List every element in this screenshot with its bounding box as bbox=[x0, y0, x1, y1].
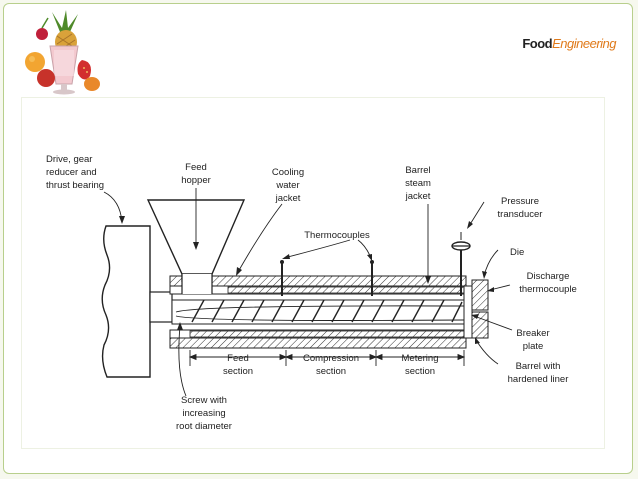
label-discharge-thermocouple: Discharge bbox=[527, 271, 570, 282]
section-dimension-lines bbox=[188, 350, 466, 366]
brand-logo: FoodEngineering bbox=[522, 36, 616, 51]
label-die: Die bbox=[510, 247, 524, 258]
label-barrel-steam-jacket: Barrel bbox=[405, 165, 430, 176]
label-breaker-plate: Breaker bbox=[516, 328, 549, 339]
label-drive: Drive, gear bbox=[46, 154, 92, 165]
label-discharge-thermocouple: thermocouple bbox=[519, 284, 577, 295]
label-screw: Screw with bbox=[181, 395, 227, 406]
screw-flights bbox=[191, 299, 463, 323]
drive-shaft bbox=[149, 291, 173, 323]
drive-housing bbox=[101, 225, 151, 378]
label-feed-section: Feed bbox=[227, 353, 249, 364]
label-breaker-plate: plate bbox=[523, 341, 544, 352]
label-cooling-water-jacket: water bbox=[275, 180, 299, 191]
die bbox=[471, 279, 489, 311]
brand-logo-part1: Food bbox=[522, 36, 553, 51]
label-compression-section: Compression bbox=[303, 353, 359, 364]
label-drive: reducer and bbox=[46, 167, 97, 178]
label-cooling-water-jacket: Cooling bbox=[272, 167, 304, 178]
label-compression-section: section bbox=[316, 366, 346, 377]
breaker-plate bbox=[463, 285, 473, 339]
label-screw: root diameter bbox=[176, 421, 232, 432]
fruit-smoothie-icon bbox=[25, 10, 100, 95]
label-pressure-transducer: Pressure bbox=[501, 196, 539, 207]
label-feed-hopper: Feed bbox=[185, 162, 207, 173]
label-screw: increasing bbox=[182, 408, 225, 419]
leader-arrowheads bbox=[119, 216, 494, 344]
brand-logo-part2: Engineering bbox=[552, 36, 616, 51]
label-thermocouples: Thermocouples bbox=[304, 230, 370, 241]
label-pressure-transducer: transducer bbox=[498, 209, 543, 220]
label-feed-hopper: hopper bbox=[181, 175, 211, 186]
label-barrel-hardened-liner: Barrel with bbox=[516, 361, 561, 372]
label-barrel-hardened-liner: hardened liner bbox=[508, 374, 569, 385]
label-metering-section: section bbox=[405, 366, 435, 377]
label-cooling-water-jacket: jacket bbox=[275, 193, 301, 204]
label-metering-section: Metering bbox=[402, 353, 439, 364]
label-feed-section: section bbox=[223, 366, 253, 377]
label-barrel-steam-jacket: steam bbox=[405, 178, 431, 189]
label-barrel-steam-jacket: jacket bbox=[405, 191, 431, 202]
barrel-top-jacket bbox=[169, 275, 467, 287]
label-drive: thrust bearing bbox=[46, 180, 104, 191]
